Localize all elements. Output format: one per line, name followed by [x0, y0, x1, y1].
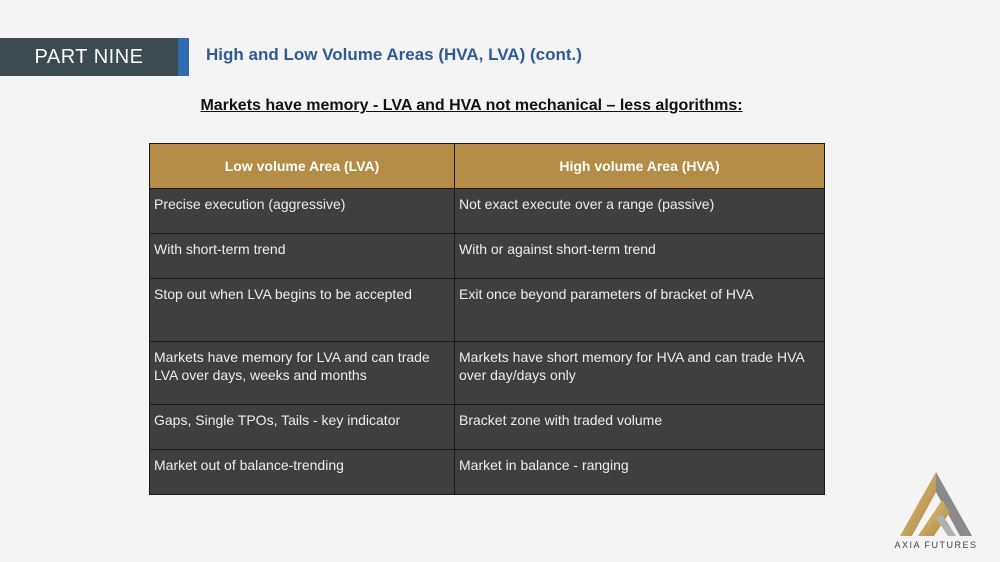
table-row: With short-term trend With or against sh… — [149, 233, 825, 279]
table-cell: Market out of balance-trending — [149, 449, 455, 495]
header-lva: Low volume Area (LVA) — [149, 143, 455, 189]
comparison-table: Low volume Area (LVA) High volume Area (… — [149, 143, 825, 495]
part-label: PART NINE — [34, 45, 144, 68]
slide-subtitle: Markets have memory - LVA and HVA not me… — [200, 97, 743, 114]
table-header-row: Low volume Area (LVA) High volume Area (… — [149, 143, 825, 189]
part-label-accent — [178, 38, 189, 76]
table-row: Stop out when LVA begins to be accepted … — [149, 278, 825, 342]
table-row: Markets have memory for LVA and can trad… — [149, 341, 825, 405]
table-cell: Markets have short memory for HVA and ca… — [454, 341, 825, 405]
header-hva: High volume Area (HVA) — [454, 143, 825, 189]
table-cell: Gaps, Single TPOs, Tails - key indicator — [149, 404, 455, 450]
table-cell: Exit once beyond parameters of bracket o… — [454, 278, 825, 342]
table-row: Gaps, Single TPOs, Tails - key indicator… — [149, 404, 825, 450]
table-cell: With short-term trend — [149, 233, 455, 279]
table-cell: With or against short-term trend — [454, 233, 825, 279]
table-cell: Precise execution (aggressive) — [149, 188, 455, 234]
part-label-badge: PART NINE — [0, 38, 178, 76]
table-cell: Not exact execute over a range (passive) — [454, 188, 825, 234]
axia-futures-logo-icon — [900, 472, 972, 536]
table-cell: Markets have memory for LVA and can trad… — [149, 341, 455, 405]
section-title: High and Low Volume Areas (HVA, LVA) (co… — [206, 45, 582, 64]
logo-text: AXIA FUTURES — [894, 540, 978, 550]
table-cell: Market in balance - ranging — [454, 449, 825, 495]
table-cell: Bracket zone with traded volume — [454, 404, 825, 450]
table-row: Precise execution (aggressive) Not exact… — [149, 188, 825, 234]
table-cell: Stop out when LVA begins to be accepted — [149, 278, 455, 342]
table-row: Market out of balance-trending Market in… — [149, 449, 825, 495]
